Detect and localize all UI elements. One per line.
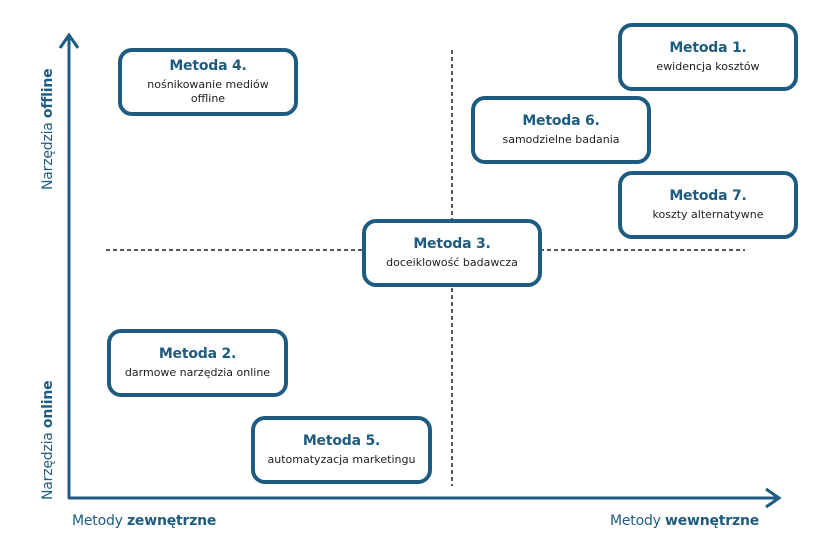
- y-top-prefix: Narzędzia: [40, 118, 56, 190]
- method-7-box: Metoda 7. koszty alternatywne: [618, 171, 798, 239]
- y-axis-arrowhead: [58, 32, 80, 49]
- method-description: automatyzacja marketingu: [267, 453, 416, 466]
- y-axis-label-offline: Narzędzia offline: [40, 69, 56, 190]
- y-top-bold: offline: [40, 68, 56, 119]
- method-description: doceiklowość badawcza: [386, 256, 518, 269]
- method-description: koszty alternatywne: [652, 208, 764, 221]
- method-title: Metoda 4.: [169, 58, 247, 74]
- method-title: Metoda 1.: [669, 40, 747, 56]
- method-6-box: Metoda 6. samodzielne badania: [471, 96, 651, 164]
- x-axis-label-internal: Metody wewnętrzne: [610, 513, 759, 529]
- x-left-prefix: Metody: [72, 513, 127, 529]
- method-title: Metoda 3.: [413, 236, 491, 252]
- y-axis-label-online: Narzędzia online: [40, 381, 56, 500]
- method-title: Metoda 5.: [302, 433, 381, 449]
- method-title: Metoda 2.: [158, 346, 237, 362]
- y-bottom-bold: online: [40, 380, 56, 429]
- method-title: Metoda 7.: [669, 188, 747, 204]
- method-description: darmowe narzędzia online: [124, 366, 271, 379]
- method-4-box: Metoda 4. nośnikowanie mediów offline: [118, 48, 298, 116]
- x-right-bold: wewnętrzne: [664, 513, 760, 529]
- x-right-prefix: Metody: [610, 513, 665, 529]
- method-5-box: Metoda 5. automatyzacja marketingu: [251, 416, 432, 484]
- x-axis-arrowhead: [765, 487, 782, 509]
- method-description: nośnikowanie mediów offline: [147, 78, 269, 105]
- x-axis-label-external: Metody zewnętrzne: [72, 513, 216, 529]
- method-3-box: Metoda 3. doceiklowość badawcza: [362, 219, 542, 287]
- method-2-box: Metoda 2. darmowe narzędzia online: [107, 329, 288, 397]
- y-bottom-prefix: Narzędzia: [40, 428, 56, 500]
- method-title: Metoda 6.: [522, 113, 600, 129]
- method-description: samodzielne badania: [502, 133, 620, 146]
- method-1-box: Metoda 1. ewidencja kosztów: [618, 23, 798, 91]
- method-description: ewidencja kosztów: [656, 60, 760, 73]
- x-left-bold: zewnętrzne: [126, 513, 217, 529]
